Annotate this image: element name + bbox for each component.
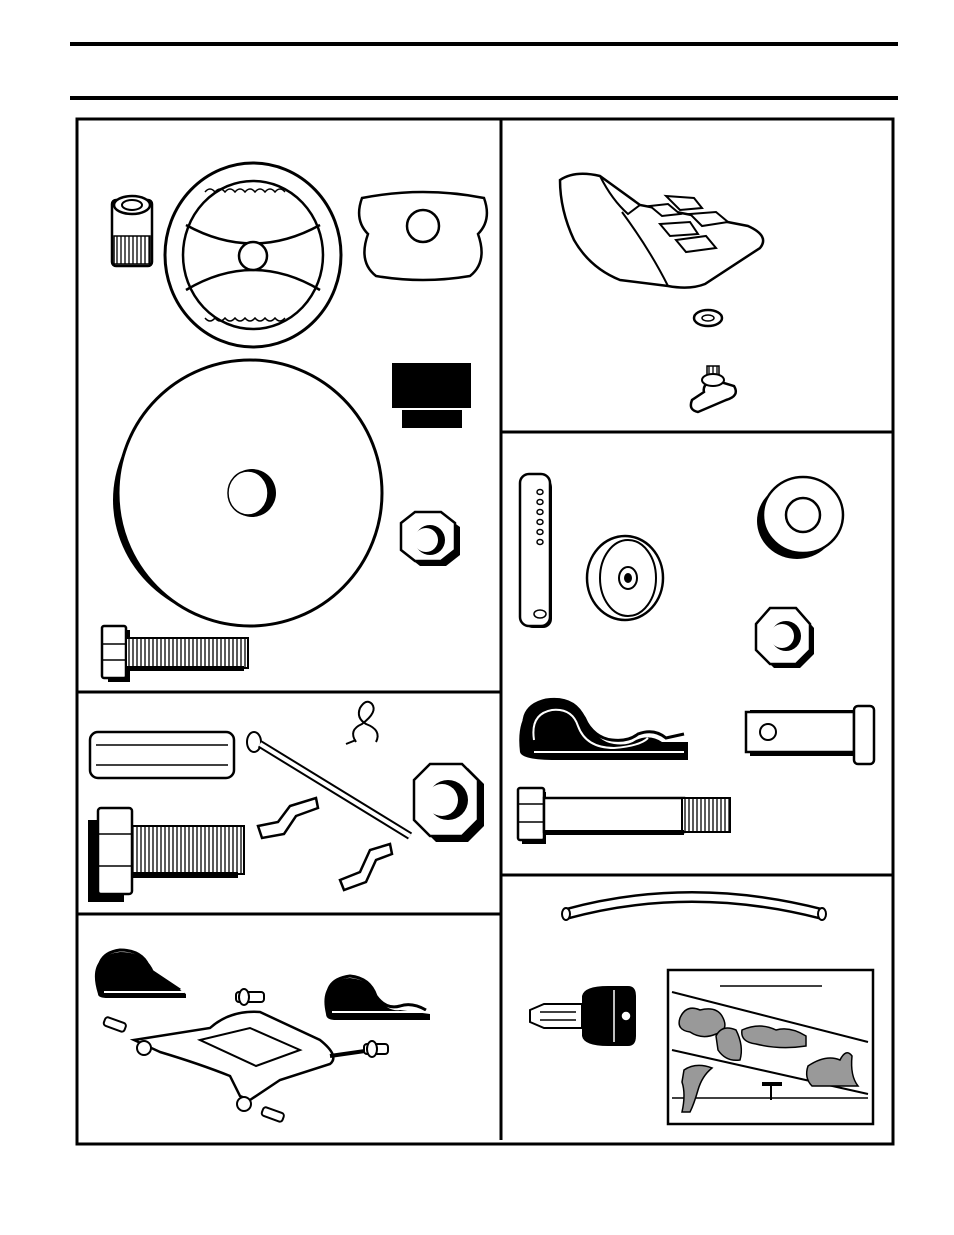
clevis-pin bbox=[746, 706, 874, 764]
deck-mount-plate bbox=[134, 1012, 372, 1111]
shoulder-washer bbox=[694, 310, 722, 326]
spacer bbox=[90, 732, 234, 778]
steering-wheel bbox=[165, 163, 341, 347]
fuel-hose bbox=[562, 897, 826, 920]
shoulder-bolt bbox=[518, 788, 730, 844]
hex-bolt bbox=[102, 626, 248, 682]
seat bbox=[560, 174, 763, 288]
lock-nut bbox=[401, 512, 460, 566]
seat-knob bbox=[691, 366, 736, 412]
steering-wheel-cap bbox=[359, 192, 487, 280]
hex-nut bbox=[756, 608, 814, 668]
large-hex-nut bbox=[414, 764, 484, 842]
hairpin-cotter-left bbox=[95, 950, 186, 998]
gauge-wheel-bracket bbox=[520, 474, 552, 628]
gauge-wheel bbox=[587, 536, 663, 620]
carriage-bolt bbox=[88, 808, 244, 902]
ignition-key bbox=[530, 986, 636, 1046]
retainer-clip bbox=[346, 702, 378, 744]
hairpin-cotter-right bbox=[324, 976, 430, 1020]
hairpin-cotter bbox=[519, 699, 688, 760]
flat-washer bbox=[757, 477, 843, 559]
square-insert bbox=[392, 363, 471, 428]
steering-adapter bbox=[112, 196, 152, 266]
large-washer bbox=[113, 360, 382, 626]
lift-rod bbox=[247, 732, 410, 836]
slope-gauge bbox=[668, 970, 873, 1124]
